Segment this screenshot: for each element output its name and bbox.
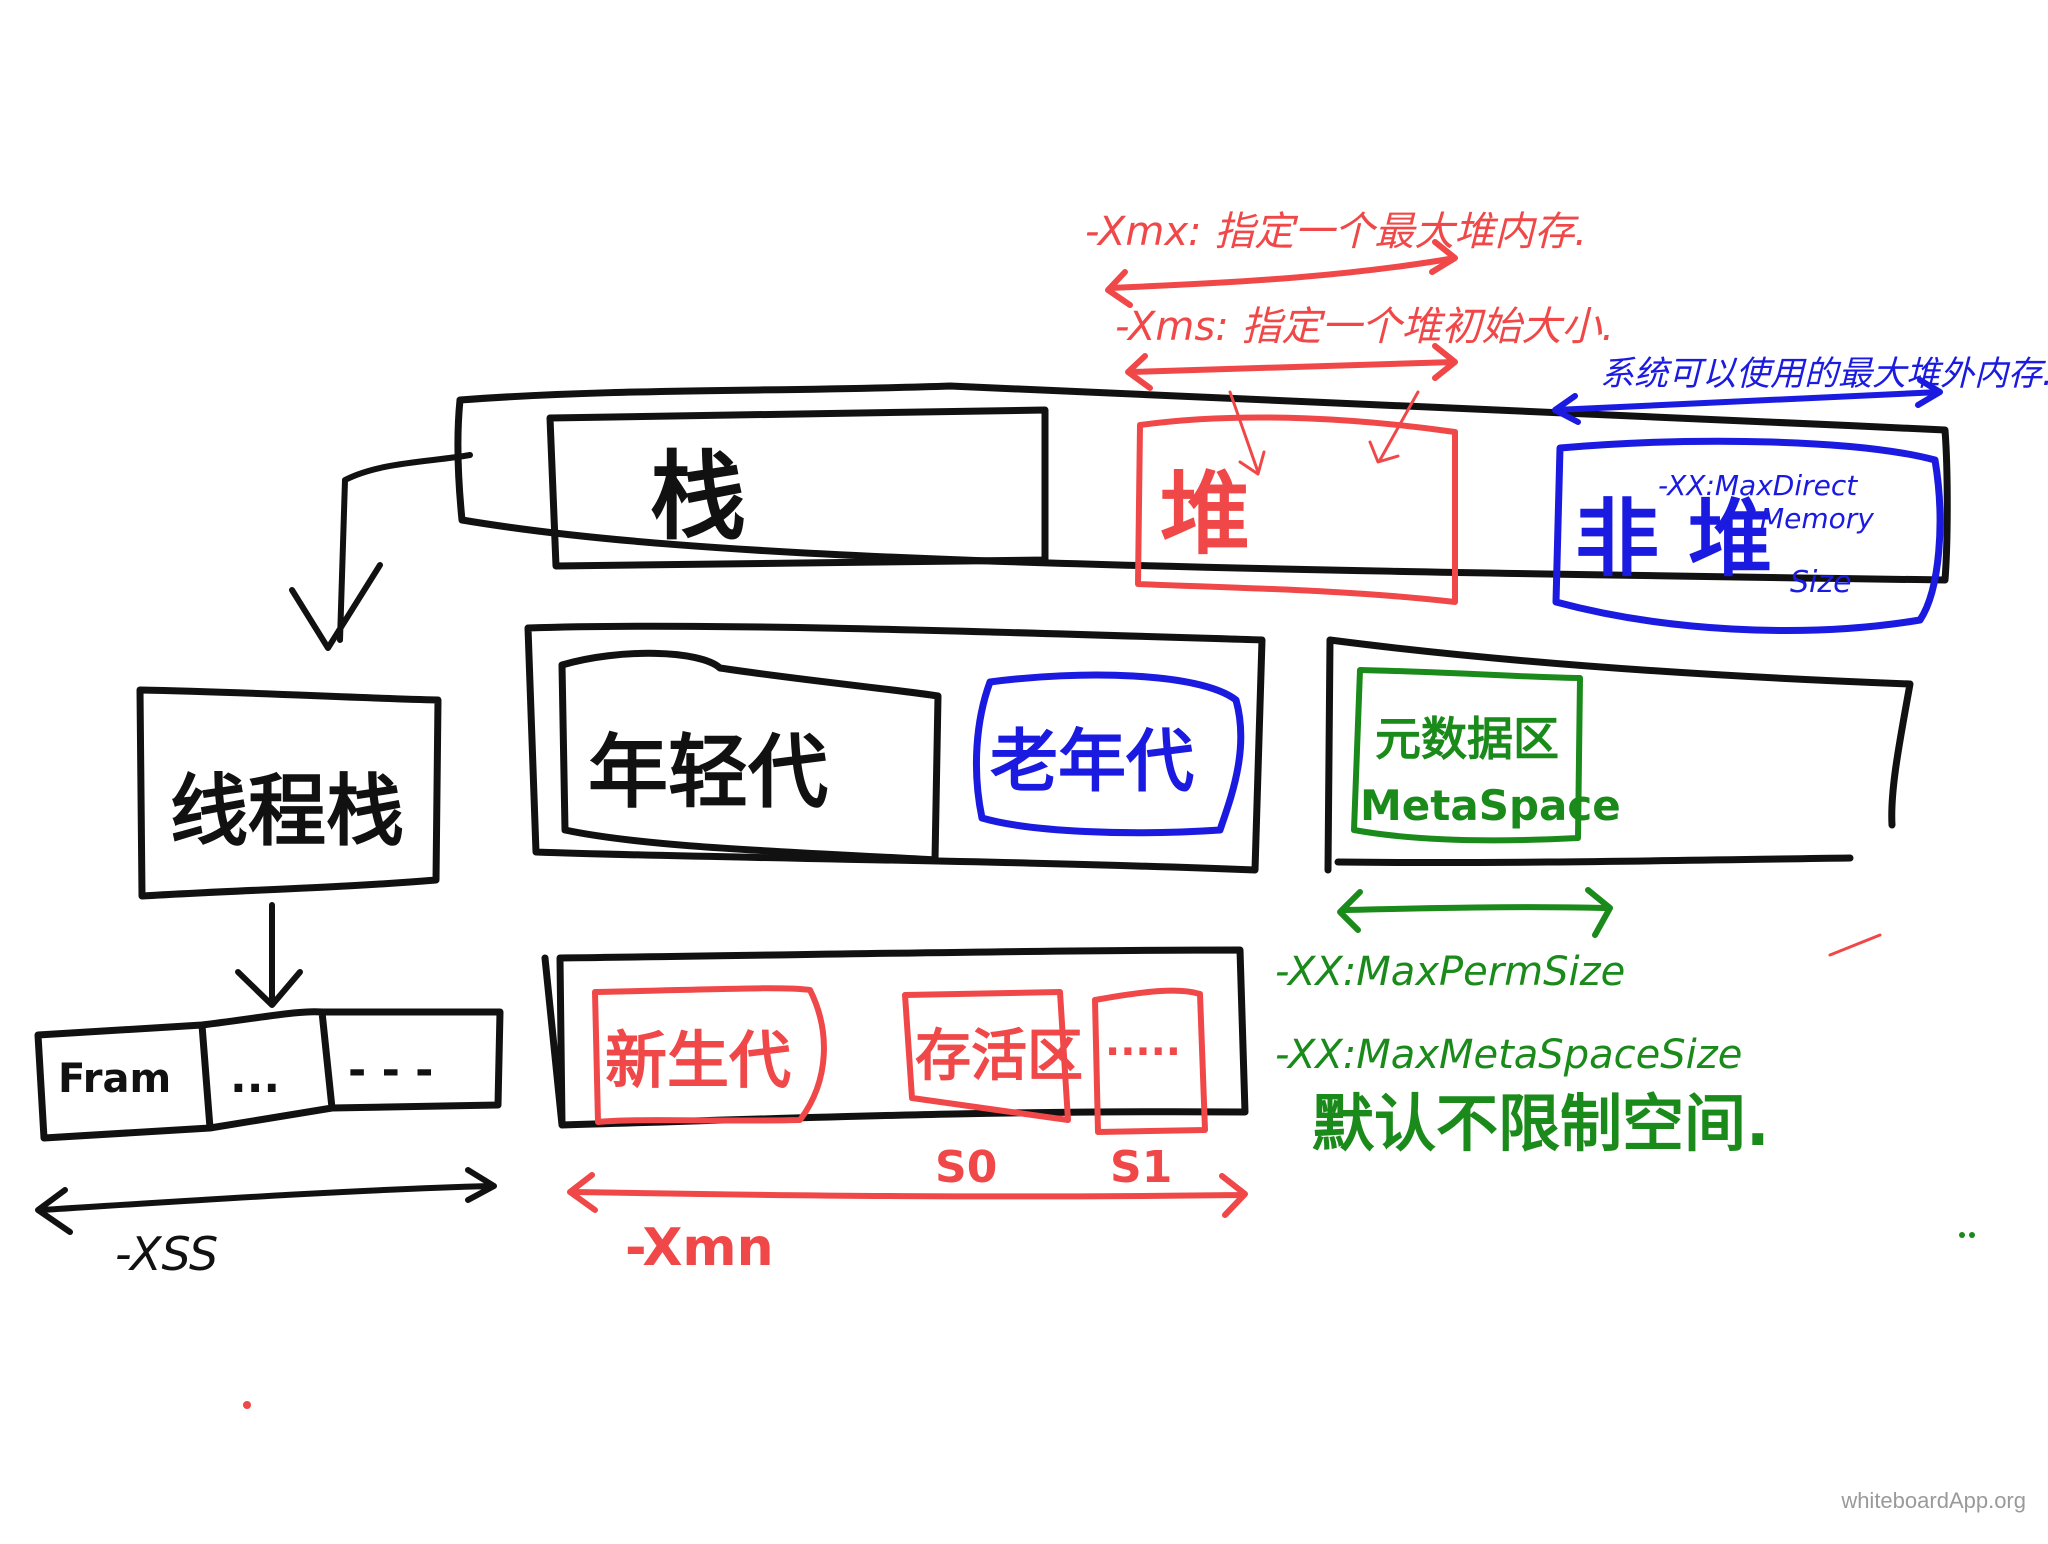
stray-dot-red	[243, 1401, 251, 1409]
xms-annotation: -Xms: 指定一个堆初始大小.	[1115, 304, 1614, 350]
max-direct-memory-line2: Memory	[1760, 502, 1874, 535]
stray-dot-green-2	[1969, 1232, 1975, 1238]
xmn-bottom-label: -Xmn	[625, 1218, 774, 1278]
metaspace-en-label: MetaSpace	[1360, 781, 1621, 830]
from-space-label: 存活区	[915, 1024, 1083, 1089]
system-max-annotation: 系统可以使用的最大堆外内存.	[1600, 354, 2048, 394]
non-heap-label: 非 堆	[1575, 490, 1772, 588]
s0-label: S0	[935, 1142, 997, 1193]
metaspace-cn-label: 元数据区	[1375, 712, 1559, 766]
frame-label: Fram	[58, 1056, 171, 1102]
xms-arrow	[1128, 346, 1455, 388]
stack-to-thread-arrow	[292, 455, 470, 648]
max-direct-memory-line3: Size	[1790, 565, 1852, 600]
ellipsis-box-label: .....	[1105, 1019, 1181, 1065]
thread-stack-down-arrow	[238, 905, 300, 1005]
xmx-annotation: -Xmx: 指定一个最大堆内存.	[1085, 209, 1587, 255]
xss-arrow	[38, 1170, 494, 1232]
watermark: whiteboardApp.org	[1841, 1488, 2026, 1514]
stray-dot-green-1	[1959, 1232, 1965, 1238]
eden-label: 新生代	[605, 1024, 791, 1097]
max-perm-size-annotation: -XX:MaxPermSize	[1275, 949, 1625, 995]
xss-label: -XSS	[115, 1227, 218, 1281]
default-unlimited-annotation: 默认不限制空间.	[1312, 1087, 1770, 1160]
stack-label: 栈	[650, 441, 746, 553]
frame-dots-2: - - -	[348, 1045, 433, 1096]
max-direct-memory-line1: -XX:MaxDirect	[1658, 469, 1858, 502]
max-metaspace-size-annotation: -XX:MaxMetaSpaceSize	[1275, 1032, 1742, 1078]
frame-dots-1: ...	[230, 1052, 280, 1103]
metaspace-arrow	[1340, 890, 1610, 935]
thread-stack-label: 线程栈	[170, 767, 404, 857]
heap-label: 堆	[1160, 462, 1250, 567]
stray-red-mark	[1830, 935, 1880, 955]
old-gen-label: 老年代	[990, 723, 1194, 802]
s1-label: S1	[1110, 1142, 1172, 1193]
young-gen-label: 年轻代	[588, 726, 828, 819]
